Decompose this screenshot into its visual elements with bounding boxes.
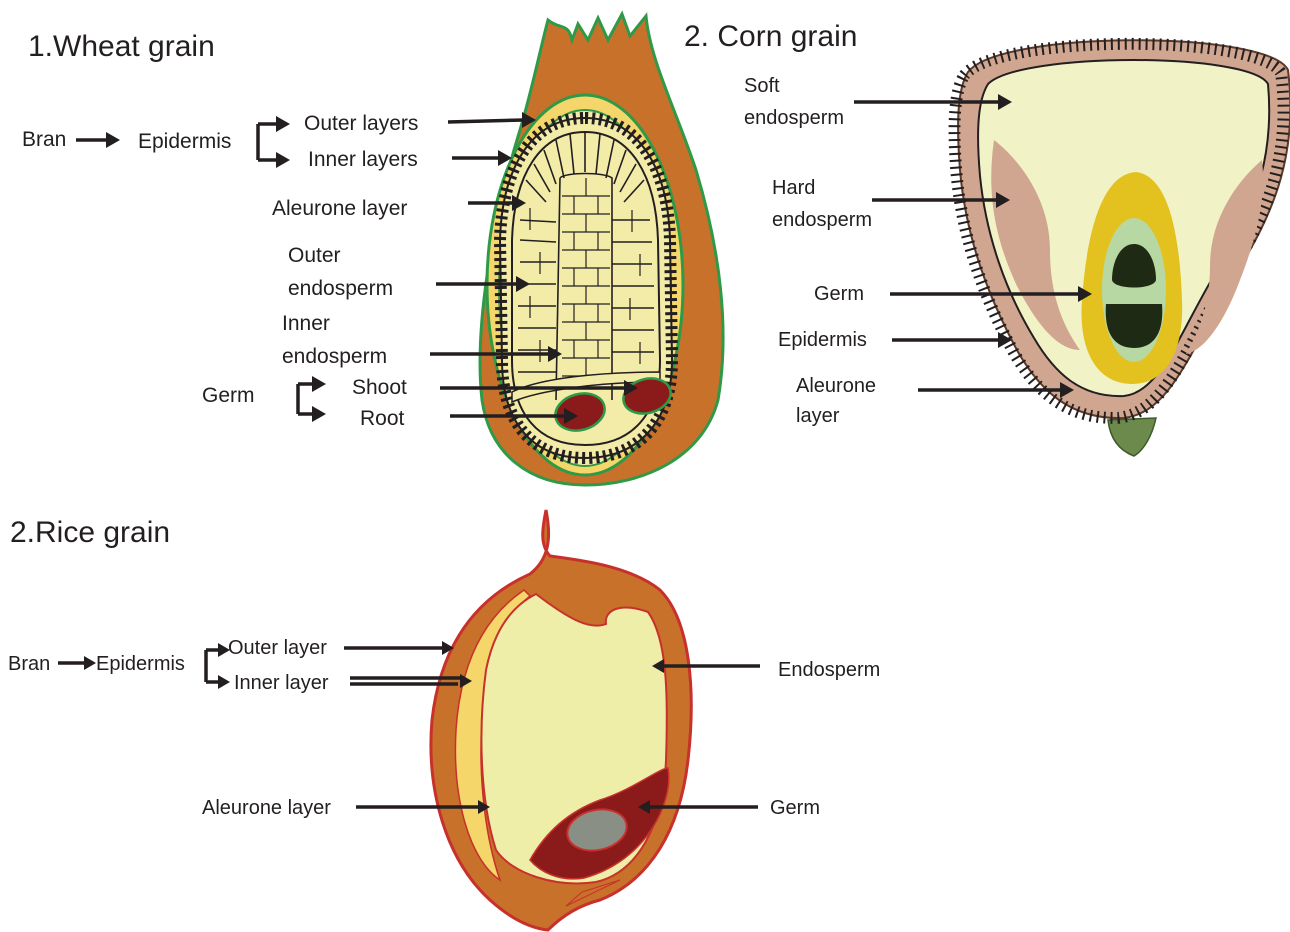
- wheat-outer-layers-arrow: [448, 120, 524, 122]
- wheat-germ-label: Germ: [202, 384, 255, 407]
- corn-aleurone-label-2: layer: [796, 405, 840, 427]
- corn-soft-label-2: endosperm: [744, 107, 844, 129]
- rice-endosperm-label: Endosperm: [778, 659, 880, 681]
- wheat-aleurone-label: Aleurone layer: [272, 197, 407, 220]
- arrowhead: [312, 376, 326, 392]
- wheat-title: 1.Wheat grain: [28, 30, 215, 63]
- wheat-inner-endosperm-label-2: endosperm: [282, 345, 387, 368]
- corn-hard-label-2: endosperm: [772, 209, 872, 231]
- wheat-epidermis-label: Epidermis: [138, 130, 231, 153]
- wheat-inner-layers-label: Inner layers: [308, 148, 418, 171]
- wheat-outer-layers-label: Outer layers: [304, 112, 418, 135]
- rice-grain-drawing: [431, 510, 691, 930]
- rice-bran-label: Bran: [8, 653, 50, 675]
- arrowhead: [84, 656, 96, 670]
- wheat-inner-endosperm-label-1: Inner: [282, 312, 330, 335]
- corn-title: 2. Corn grain: [684, 20, 857, 53]
- arrowhead: [218, 675, 230, 689]
- corn-soft-label-1: Soft: [744, 75, 780, 97]
- wheat-bran-arrowhead: [106, 132, 120, 148]
- corn-epidermis-label: Epidermis: [778, 329, 867, 351]
- wheat-outer-endosperm-label-1: Outer: [288, 244, 341, 267]
- wheat-outer-arrowhead: [276, 116, 290, 132]
- rice-epidermis-label: Epidermis: [96, 653, 185, 675]
- corn-aleurone-label-1: Aleurone: [796, 375, 876, 397]
- wheat-inner-arrowhead: [276, 152, 290, 168]
- wheat-outer-endosperm-label-2: endosperm: [288, 277, 393, 300]
- rice-inner-layer-label: Inner layer: [234, 672, 329, 694]
- corn-tip: [1108, 418, 1156, 456]
- rice-germ-label: Germ: [770, 797, 820, 819]
- rice-epidermis-bracket: [206, 650, 218, 682]
- rice-outer-layer-label: Outer layer: [228, 637, 327, 659]
- wheat-root-label: Root: [360, 407, 405, 430]
- rice-aleurone-label: Aleurone layer: [202, 797, 331, 819]
- arrowhead: [312, 406, 326, 422]
- corn-germ-label: Germ: [814, 283, 864, 305]
- rice-title: 2.Rice grain: [10, 516, 170, 549]
- wheat-germ-bracket: [298, 384, 312, 414]
- wheat-shoot-label: Shoot: [352, 376, 407, 399]
- wheat-bran-label: Bran: [22, 128, 66, 151]
- corn-hard-label-1: Hard: [772, 177, 815, 199]
- wheat-epidermis-bracket: [258, 124, 278, 160]
